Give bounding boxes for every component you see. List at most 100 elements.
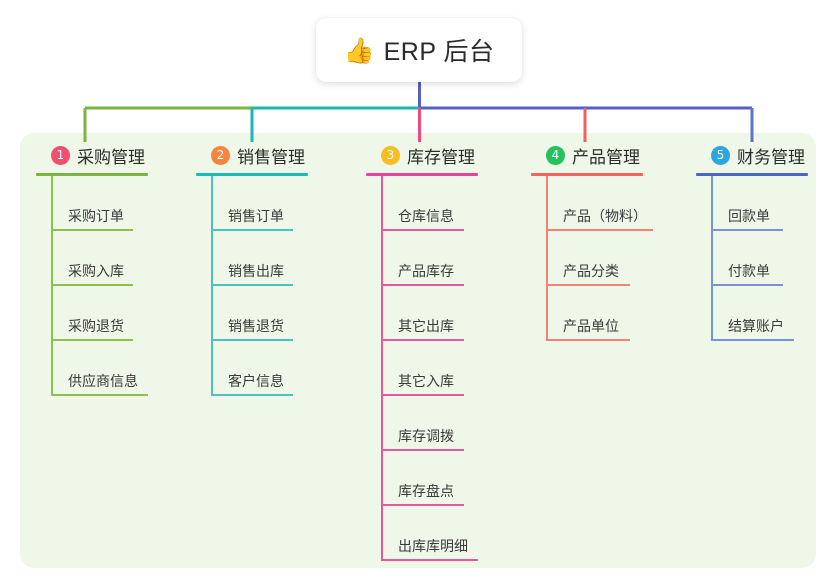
column-items: 仓库信息产品库存其它出库其它入库库存调拨库存盘点出库库明细 [381,176,526,561]
root-node-content: 👍 ERP 后台 [343,32,494,68]
column-header-5[interactable]: 5 财务管理 [696,142,831,168]
leaf-node-underline [211,394,293,396]
leaf-node[interactable]: 结算账户 [711,286,831,341]
column-title: 销售管理 [237,147,305,167]
leaf-node-label: 仓库信息 [398,208,454,224]
column-underline [36,173,148,176]
column-2: 2 销售管理销售订单销售出库销售退货客户信息 [196,142,346,396]
column-underline [531,173,643,176]
column-number-badge: 4 [546,145,565,165]
leaf-node-underline [381,284,464,286]
leaf-node-label: 库存调拨 [398,428,454,444]
leaf-node-underline [51,229,133,231]
leaf-node-underline [711,284,783,286]
leaf-node-label: 产品单位 [563,318,619,334]
leaf-node-label: 产品（物料） [563,208,647,224]
column-header-4[interactable]: 4 产品管理 [531,142,701,168]
leaf-node[interactable]: 采购订单 [51,176,186,231]
leaf-node-underline [546,229,653,231]
leaf-node-underline [381,504,464,506]
leaf-node[interactable]: 销售出库 [211,231,346,286]
column-underline [696,173,808,176]
leaf-node-label: 采购退货 [68,318,124,334]
leaf-node-underline [51,339,133,341]
leaf-node-label: 回款单 [728,208,770,224]
leaf-node[interactable]: 其它出库 [381,286,526,341]
leaf-node-underline [51,284,133,286]
leaf-node-label: 销售订单 [228,208,284,224]
leaf-node[interactable]: 销售订单 [211,176,346,231]
leaf-node[interactable]: 产品库存 [381,231,526,286]
column-underline [366,173,478,176]
leaf-node-label: 付款单 [728,263,770,279]
column-header-2[interactable]: 2 销售管理 [196,142,346,168]
leaf-node-underline [51,394,148,396]
leaf-node[interactable]: 产品单位 [546,286,701,341]
column-items: 回款单付款单结算账户 [711,176,831,341]
leaf-node-underline [546,339,630,341]
column-5: 5 财务管理回款单付款单结算账户 [696,142,831,341]
mindmap-panel [20,133,816,568]
column-title: 库存管理 [407,147,475,167]
leaf-node[interactable]: 供应商信息 [51,341,186,396]
column-header-3[interactable]: 3 库存管理 [366,142,526,168]
leaf-node[interactable]: 采购入库 [51,231,186,286]
column-items: 销售订单销售出库销售退货客户信息 [211,176,346,396]
leaf-node-label: 其它入库 [398,373,454,389]
leaf-node-underline [381,229,464,231]
leaf-node-label: 销售出库 [228,263,284,279]
leaf-node-label: 产品分类 [563,263,619,279]
root-node[interactable]: 👍 ERP 后台 [316,18,522,82]
column-1: 1 采购管理采购订单采购入库采购退货供应商信息 [36,142,186,396]
column-number-badge: 5 [711,145,730,165]
leaf-node-underline [211,284,293,286]
leaf-node-underline [381,559,478,561]
column-number-badge: 2 [211,145,230,165]
leaf-node-underline [381,449,464,451]
root-node-title: ERP 后台 [383,38,495,66]
leaf-node[interactable]: 付款单 [711,231,831,286]
column-spine [381,176,383,561]
leaf-node[interactable]: 客户信息 [211,341,346,396]
column-underline [196,173,308,176]
column-spine [211,176,213,396]
leaf-node[interactable]: 库存盘点 [381,451,526,506]
leaf-node[interactable]: 库存调拨 [381,396,526,451]
leaf-node[interactable]: 回款单 [711,176,831,231]
leaf-node[interactable]: 其它入库 [381,341,526,396]
leaf-node[interactable]: 销售退货 [211,286,346,341]
column-spine [711,176,713,341]
leaf-node-label: 供应商信息 [68,373,138,389]
leaf-node-underline [211,229,293,231]
column-3: 3 库存管理仓库信息产品库存其它出库其它入库库存调拨库存盘点出库库明细 [366,142,526,561]
leaf-node[interactable]: 产品（物料） [546,176,701,231]
column-title: 产品管理 [572,147,640,167]
leaf-node-underline [711,229,783,231]
leaf-node-label: 销售退货 [228,318,284,334]
column-title: 采购管理 [77,147,145,167]
column-header-1[interactable]: 1 采购管理 [36,142,186,168]
leaf-node-label: 采购入库 [68,263,124,279]
leaf-node-label: 采购订单 [68,208,124,224]
leaf-node-underline [381,394,464,396]
column-items: 产品（物料） 产品分类产品单位 [546,176,701,341]
leaf-node-underline [211,339,293,341]
leaf-node[interactable]: 仓库信息 [381,176,526,231]
column-4: 4 产品管理产品（物料） 产品分类产品单位 [531,142,701,341]
leaf-node-label: 其它出库 [398,318,454,334]
leaf-node-label: 结算账户 [728,318,784,334]
column-number-badge: 1 [51,145,70,165]
column-spine [51,176,53,396]
leaf-node-label: 产品库存 [398,263,454,279]
leaf-node-underline [546,284,630,286]
leaf-node-label: 出库库明细 [398,538,468,554]
leaf-node-underline [711,339,794,341]
leaf-node[interactable]: 采购退货 [51,286,186,341]
leaf-node[interactable]: 出库库明细 [381,506,526,561]
leaf-node-label: 库存盘点 [398,483,454,499]
leaf-node[interactable]: 产品分类 [546,231,701,286]
leaf-node-underline [381,339,464,341]
column-number-badge: 3 [381,145,400,165]
column-title: 财务管理 [737,147,805,167]
